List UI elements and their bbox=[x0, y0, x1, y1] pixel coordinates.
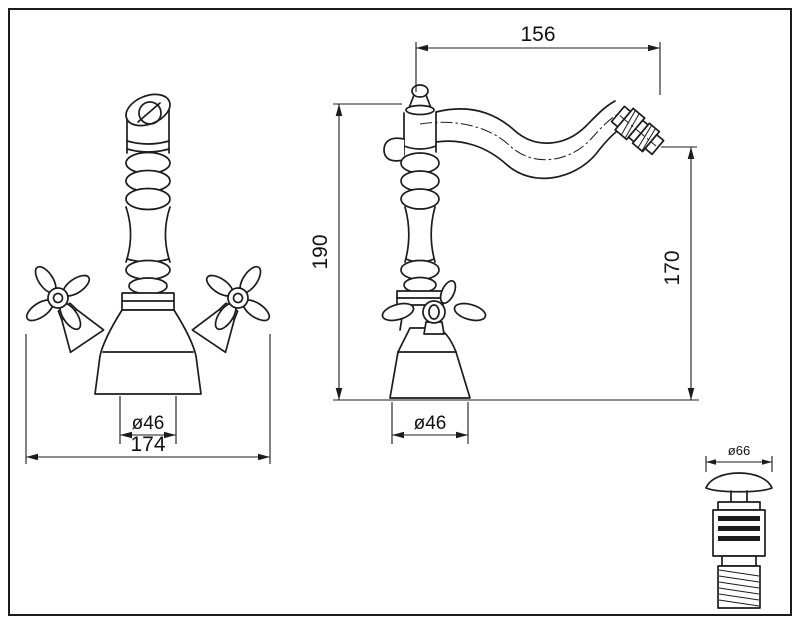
front-body bbox=[94, 309, 202, 395]
drain-view bbox=[705, 472, 773, 609]
dimension-arrow bbox=[762, 459, 772, 465]
drain-threaded-section bbox=[717, 565, 761, 609]
dim-label-spout-reach: 156 bbox=[520, 23, 555, 46]
dimension-arrow bbox=[258, 453, 270, 461]
drain-dim-cap-diameter: ø66 bbox=[705, 443, 773, 472]
drain-neck bbox=[721, 555, 757, 567]
dim-label-front-width: 174 bbox=[130, 433, 165, 456]
side-view bbox=[381, 84, 665, 399]
drain-stem bbox=[730, 490, 748, 503]
dimension-arrow bbox=[706, 459, 716, 465]
dim-label-total-height: 190 bbox=[309, 234, 332, 269]
side-dim-total-height: 190 bbox=[309, 103, 402, 400]
dimension-arrow bbox=[335, 104, 343, 116]
front-dim-base-diameter: ø46 bbox=[119, 396, 177, 444]
side-dim-base-diameter: ø46 bbox=[391, 402, 469, 444]
dim-label-front-base-diameter: ø46 bbox=[132, 413, 165, 434]
dimension-arrow bbox=[687, 147, 695, 159]
dimension-arrow bbox=[164, 431, 176, 439]
spout-centerline bbox=[419, 113, 657, 161]
front-dim-width: 174 bbox=[25, 334, 271, 464]
side-dim-spout-height: 170 bbox=[661, 146, 697, 400]
drain-cap bbox=[705, 472, 773, 493]
dim-label-drain-cap-diameter: ø66 bbox=[728, 443, 750, 458]
front-view bbox=[25, 93, 271, 395]
front-spout-riser bbox=[121, 93, 175, 311]
dimension-arrow bbox=[687, 388, 695, 400]
dimension-arrow bbox=[648, 44, 660, 52]
drain-flange bbox=[717, 501, 761, 511]
dimension-arrow bbox=[335, 388, 343, 400]
dimension-arrow bbox=[26, 453, 38, 461]
dim-label-spout-height: 170 bbox=[661, 250, 684, 285]
dimension-arrow bbox=[392, 431, 404, 439]
drawing-border bbox=[8, 8, 792, 616]
drain-slotted-body bbox=[712, 509, 766, 557]
front-handle-left bbox=[25, 265, 105, 354]
side-spout bbox=[435, 100, 622, 180]
front-handle-right bbox=[191, 265, 271, 354]
dim-label-side-base-diameter: ø46 bbox=[414, 413, 447, 434]
dimension-arrow bbox=[416, 44, 428, 52]
side-dim-reach: 156 bbox=[415, 23, 661, 95]
dimension-arrow bbox=[120, 431, 132, 439]
side-spout-riser bbox=[383, 84, 444, 306]
side-handle bbox=[381, 279, 487, 335]
riser-side-knob bbox=[383, 137, 405, 162]
dimension-arrow bbox=[456, 431, 468, 439]
